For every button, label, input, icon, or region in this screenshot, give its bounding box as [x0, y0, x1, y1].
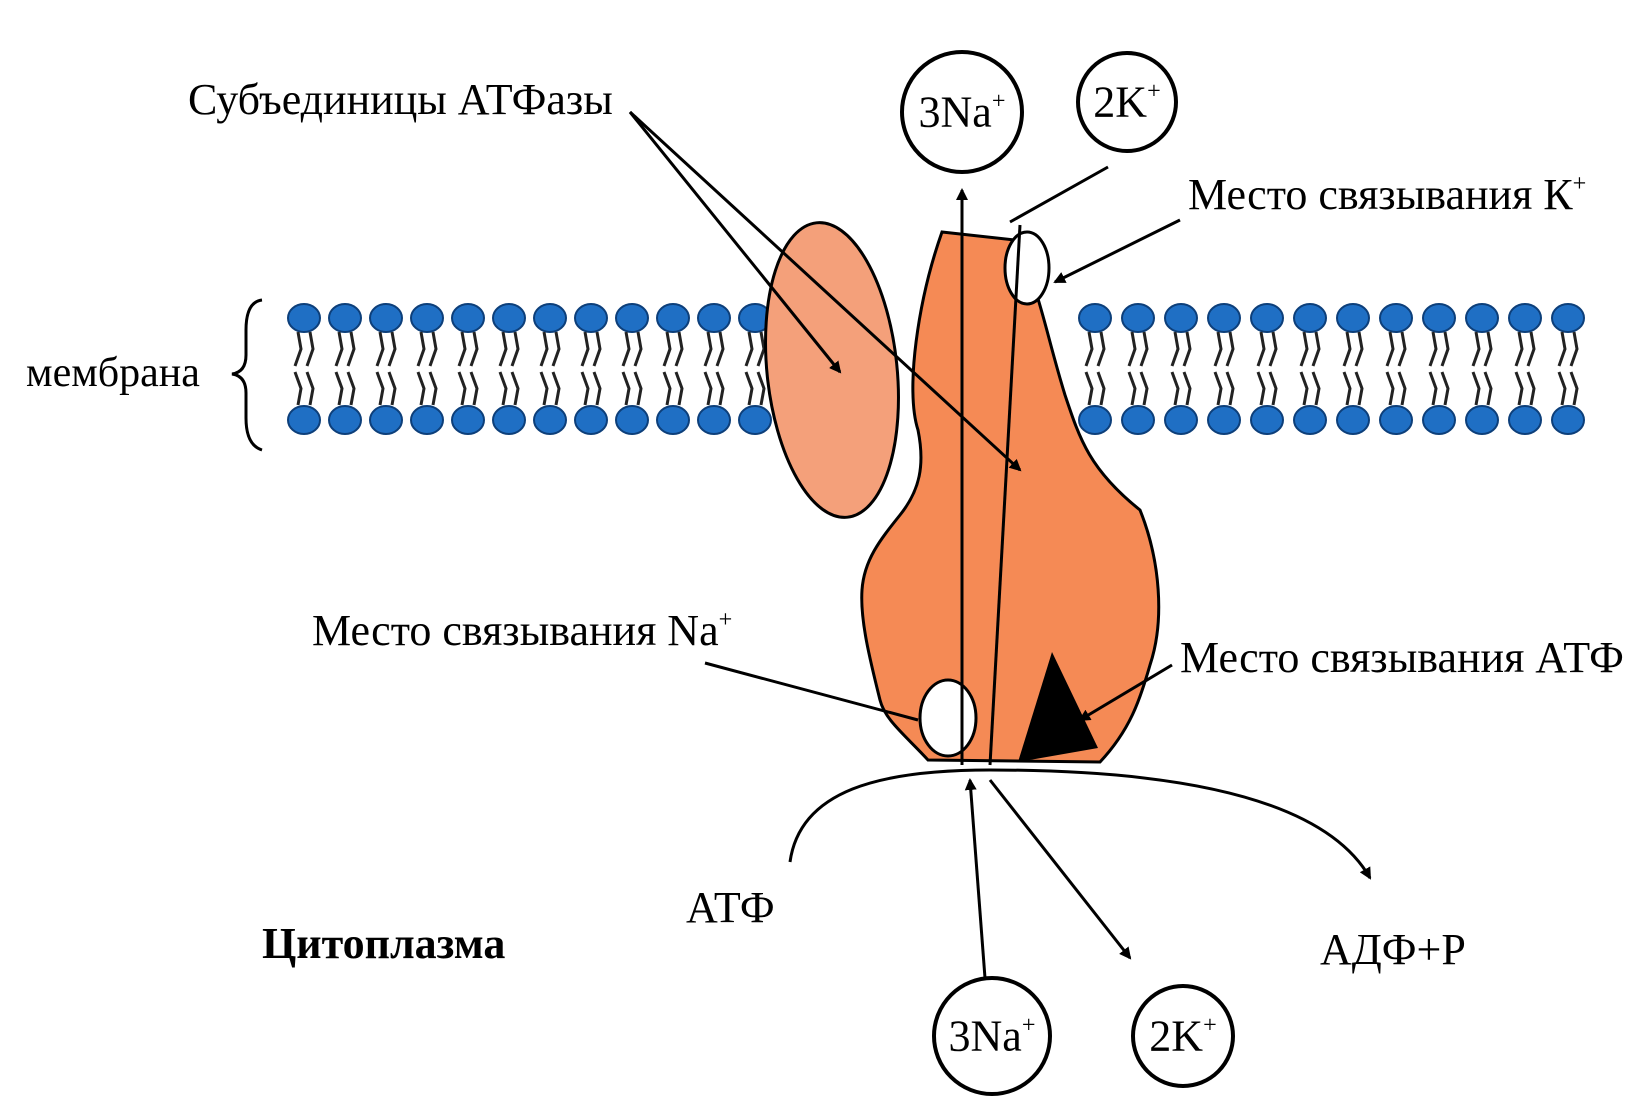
- na-binding-site-circle: [920, 680, 976, 756]
- k-binding-site-circle: [1005, 232, 1049, 304]
- phospholipid: [1251, 304, 1283, 366]
- phospholipid: [288, 304, 320, 366]
- phospholipid: [698, 372, 730, 434]
- phospholipid: [1380, 304, 1412, 366]
- na-binding-site-label: Место связывания Nа+: [312, 608, 732, 653]
- adp-label-text: АДФ+Р: [1320, 925, 1466, 974]
- phospholipid: [1466, 372, 1498, 434]
- bottom-na-ion-label: 3Na+: [949, 1013, 1036, 1058]
- phospholipid: [739, 372, 771, 434]
- atp-binding-site-label-text: Место связывания АТФ: [1180, 633, 1624, 682]
- bottom-k-ion-text: 2K: [1149, 1012, 1203, 1061]
- atp-label: АТФ: [686, 886, 775, 930]
- top-k-connector: [1010, 167, 1108, 222]
- phospholipid: [1079, 372, 1111, 434]
- phospholipid: [657, 372, 689, 434]
- phospholipid: [1122, 372, 1154, 434]
- k-binding-site-label: Место связывания К+: [1188, 172, 1586, 217]
- phospholipid: [1552, 372, 1584, 434]
- adp-label: АДФ+Р: [1320, 928, 1466, 972]
- phospholipid: [1251, 372, 1283, 434]
- phospholipid: [1423, 304, 1455, 366]
- phospholipid: [1423, 372, 1455, 434]
- cytoplasm-label-text: Цитоплазма: [262, 919, 505, 968]
- phospholipid: [1337, 372, 1369, 434]
- phospholipid: [329, 372, 361, 434]
- phospholipid: [1079, 304, 1111, 366]
- phospholipid: [1208, 372, 1240, 434]
- phospholipid: [370, 372, 402, 434]
- bottom-k-arrow: [990, 780, 1130, 958]
- atp-label-text: АТФ: [686, 883, 775, 932]
- na-binding-site-label-text: Место связывания Nа: [312, 606, 719, 655]
- phospholipid: [1294, 372, 1326, 434]
- phospholipid: [575, 372, 607, 434]
- phospholipid: [575, 304, 607, 366]
- cytoplasm-label: Цитоплазма: [262, 922, 505, 966]
- phospholipid: [493, 304, 525, 366]
- k-binding-site-label-text: Место связывания К: [1188, 170, 1573, 219]
- atp-binding-site-label: Место связывания АТФ: [1180, 636, 1624, 680]
- bottom-na-ion-text: 3Na: [949, 1012, 1022, 1061]
- phospholipid: [1466, 304, 1498, 366]
- membrane-label-text: мембрана: [26, 350, 200, 396]
- atpase-small-subunit: [752, 216, 912, 524]
- phospholipid: [452, 372, 484, 434]
- phospholipid: [616, 372, 648, 434]
- phospholipid: [1165, 304, 1197, 366]
- phospholipid: [411, 372, 443, 434]
- phospholipid: [1165, 372, 1197, 434]
- phospholipid: [370, 304, 402, 366]
- membrane-brace: [232, 300, 262, 450]
- top-na-ion-label: 3Na+: [919, 89, 1006, 134]
- atp-hydrolysis-arrow: [790, 770, 1370, 878]
- membrane-bilayer-right: [1079, 304, 1584, 434]
- phospholipid: [1552, 304, 1584, 366]
- na-binding-site-label-charge: +: [719, 606, 733, 633]
- top-k-ion-text: 2K: [1093, 78, 1147, 127]
- membrane-bilayer-left: [288, 304, 771, 434]
- bottom-k-ion-charge: +: [1203, 1011, 1217, 1038]
- phospholipid: [452, 304, 484, 366]
- phospholipid: [698, 304, 730, 366]
- top-na-ion-charge: +: [992, 87, 1006, 114]
- phospholipid: [616, 304, 648, 366]
- phospholipid: [1380, 372, 1412, 434]
- phospholipid: [1122, 304, 1154, 366]
- phospholipid: [493, 372, 525, 434]
- top-k-ion-label: 2K+: [1093, 79, 1160, 124]
- subunits-label-text: Субъединицы АТФазы: [188, 75, 613, 124]
- phospholipid: [1208, 304, 1240, 366]
- bottom-na-arrow: [970, 780, 985, 978]
- top-k-ion-charge: +: [1147, 77, 1161, 104]
- top-na-ion-text: 3Na: [919, 88, 992, 137]
- phospholipid: [1337, 304, 1369, 366]
- k-binding-site-label-charge: +: [1573, 170, 1587, 197]
- atpase-main-subunit: [862, 232, 1159, 762]
- membrane-label: мембрана: [26, 352, 200, 394]
- phospholipid: [657, 304, 689, 366]
- bottom-na-ion-charge: +: [1022, 1011, 1036, 1038]
- phospholipid: [534, 372, 566, 434]
- bottom-k-ion-label: 2K+: [1149, 1013, 1216, 1058]
- phospholipid: [1509, 372, 1541, 434]
- phospholipid: [1294, 304, 1326, 366]
- phospholipid: [329, 304, 361, 366]
- phospholipid: [534, 304, 566, 366]
- phospholipid: [411, 304, 443, 366]
- subunits-label: Субъединицы АТФазы: [188, 78, 613, 122]
- phospholipid: [288, 372, 320, 434]
- k-site-pointer: [1055, 220, 1180, 282]
- phospholipid: [1509, 304, 1541, 366]
